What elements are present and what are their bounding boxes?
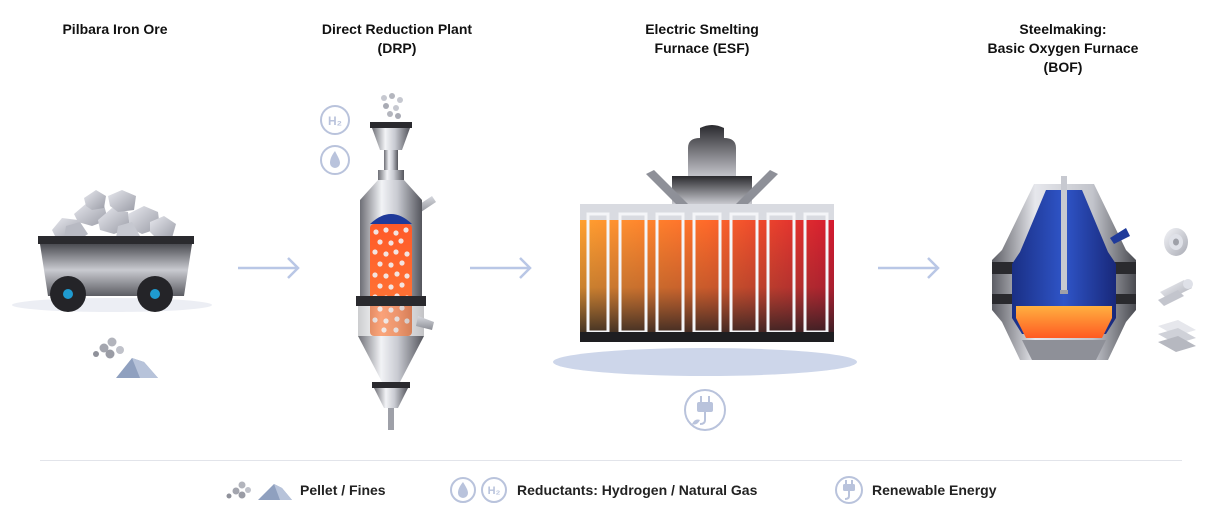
title-line: (BOF) — [1043, 59, 1083, 75]
legend-divider — [40, 460, 1182, 461]
natural-gas-icon — [320, 145, 350, 175]
stage-title-esf: Electric Smelting Furnace (ESF) — [602, 20, 802, 58]
pellet-icon — [93, 337, 124, 359]
ore-rocks — [52, 190, 176, 242]
reductants-legend-icon: H₂ — [450, 477, 507, 503]
title-line: (DRP) — [377, 40, 417, 56]
title-line: Basic Oxygen Furnace — [987, 40, 1139, 56]
process-diagram: H₂ — [12, 93, 1196, 431]
flow-arrow-3 — [878, 257, 940, 279]
flow-arrow-1 — [238, 257, 300, 279]
stage-title-bof: Steelmaking: Basic Oxygen Furnace (BOF) — [960, 20, 1166, 77]
fines-icon — [116, 358, 158, 378]
cart-wheel-left — [50, 276, 86, 312]
flow-arrow-2 — [470, 257, 532, 279]
renewable-energy-legend-icon — [835, 476, 863, 504]
renewable-energy-plug-icon — [684, 389, 726, 431]
steel-coil-icon — [1164, 228, 1188, 256]
electric-smelting-furnace — [553, 125, 857, 431]
title-line: Furnace (ESF) — [654, 40, 750, 56]
title-line: Direct Reduction Plant — [321, 21, 473, 37]
legend-item-renewable-energy: Renewable Energy — [834, 473, 997, 507]
title-line: Pilbara Iron Ore — [62, 21, 168, 37]
direct-reduction-plant: H₂ — [320, 93, 436, 430]
legend-label-pellet-fines: Pellet / Fines — [300, 482, 386, 498]
stage-title-iron-ore: Pilbara Iron Ore — [20, 20, 210, 39]
hydrogen-symbol: H₂ — [328, 114, 342, 128]
cart-wheel-right — [137, 276, 173, 312]
hydrogen-legend-symbol: H₂ — [488, 485, 501, 497]
hydrogen-icon: H₂ — [320, 105, 350, 135]
pellet-feed — [381, 93, 403, 119]
basic-oxygen-furnace — [992, 176, 1196, 360]
legend-label-renewable-energy: Renewable Energy — [872, 482, 997, 498]
steel-sheet-icon — [1158, 320, 1196, 352]
pellet-fines-legend-icon — [226, 481, 292, 500]
stage-title-drp: Direct Reduction Plant (DRP) — [297, 20, 497, 58]
title-line: Electric Smelting — [645, 21, 759, 37]
steel-pipe-icon — [1158, 279, 1193, 306]
legend-item-pellet-fines: Pellet / Fines — [226, 473, 386, 507]
title-line: Steelmaking: — [1019, 21, 1107, 37]
ore-cart — [12, 190, 212, 378]
legend-item-reductants: H₂ Reductants: Hydrogen / Natural Gas — [449, 473, 757, 507]
legend-label-reductants: Reductants: Hydrogen / Natural Gas — [517, 482, 758, 498]
